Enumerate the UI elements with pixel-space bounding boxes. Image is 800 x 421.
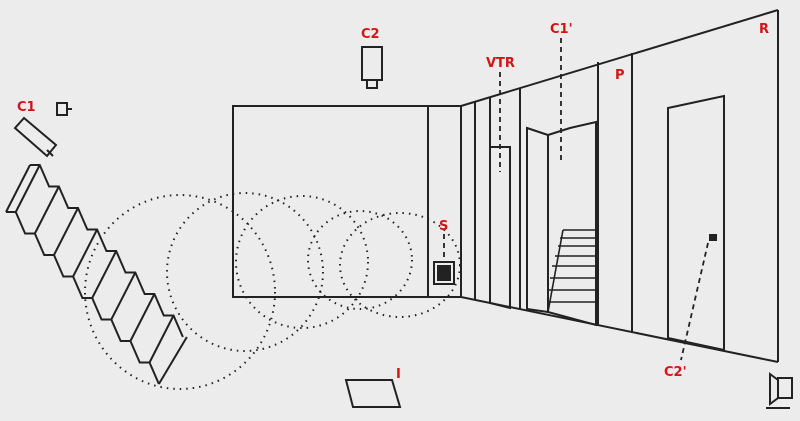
label-c2-prime: C2' — [664, 365, 687, 380]
right-door — [667, 94, 725, 352]
doorway-right-leaf — [547, 120, 597, 327]
label-c1-prime: C1' — [550, 22, 573, 37]
label-s: S — [439, 219, 448, 234]
camera-c2-prime-device — [766, 372, 793, 409]
inner-staircase — [547, 229, 596, 313]
stair-step-line — [110, 272, 137, 320]
stair-step-line — [148, 315, 175, 363]
label-p: P — [615, 68, 625, 83]
projection-circles — [84, 192, 461, 390]
label-c2: C2 — [361, 27, 380, 42]
back-wall — [232, 105, 462, 298]
staircase — [5, 164, 188, 385]
stair-end-line — [158, 336, 188, 385]
camera-c1 — [13, 102, 72, 158]
staircase-steps — [14, 164, 188, 385]
doorway-left-leaf — [526, 126, 549, 314]
stair-step-line — [14, 164, 41, 213]
vtr-monitor — [489, 146, 511, 310]
door-handle — [709, 234, 717, 241]
label-vtr: VTR — [486, 56, 515, 71]
projector-i — [344, 379, 402, 408]
right-wall — [460, 9, 779, 363]
speaker — [433, 261, 455, 285]
label-c1: C1 — [17, 100, 36, 115]
stair-step-line — [129, 293, 156, 342]
camera-c2 — [361, 46, 383, 89]
stair-step-line — [91, 250, 118, 299]
stair-step-line — [72, 229, 98, 277]
staircase-outline — [5, 164, 184, 385]
label-i: I — [396, 367, 401, 382]
stair-step-line — [53, 207, 79, 256]
stair-step-line — [33, 186, 60, 234]
label-r: R — [759, 22, 769, 37]
leader-lines — [443, 38, 709, 361]
